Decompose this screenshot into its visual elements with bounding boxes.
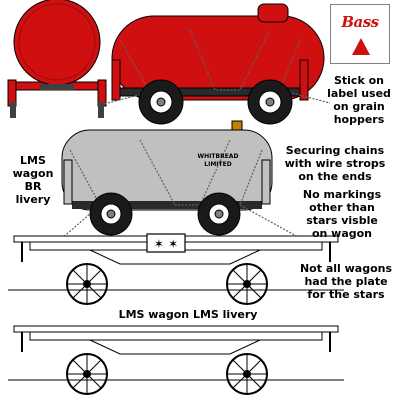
flat-wagon-upper: ✶ ✶: [8, 233, 344, 305]
note-plate: Not all wagons had the plate for the sta…: [299, 262, 393, 301]
star-plate-upper: ✶ ✶: [154, 237, 178, 251]
flat-wagon-lower: [8, 325, 344, 395]
note-securing-chains: Securing chains with wire strops on the …: [284, 144, 386, 183]
grey-tank-wagon: WHITBREAD LIMITED: [59, 120, 301, 241]
note-lms-br-livery: LMS wagon BR livery: [12, 154, 54, 206]
note-lms-lms-livery: LMS wagon LMS livery: [118, 308, 258, 321]
bass-brand-text: Bass: [341, 13, 379, 31]
tank-plate-line2: LIMITED: [204, 161, 231, 168]
red-tank-end-view: [7, 0, 107, 107]
bass-label-logo: Bass: [330, 4, 390, 64]
red-triangle-icon: [352, 38, 370, 55]
red-tank-side-view: [10, 3, 331, 125]
note-no-markings: No markings other than stars visble on w…: [302, 188, 382, 240]
tank-plate-line1: WHITBREAD: [198, 153, 239, 160]
note-stick-on-label: Stick on label used on grain hoppers: [327, 74, 391, 126]
